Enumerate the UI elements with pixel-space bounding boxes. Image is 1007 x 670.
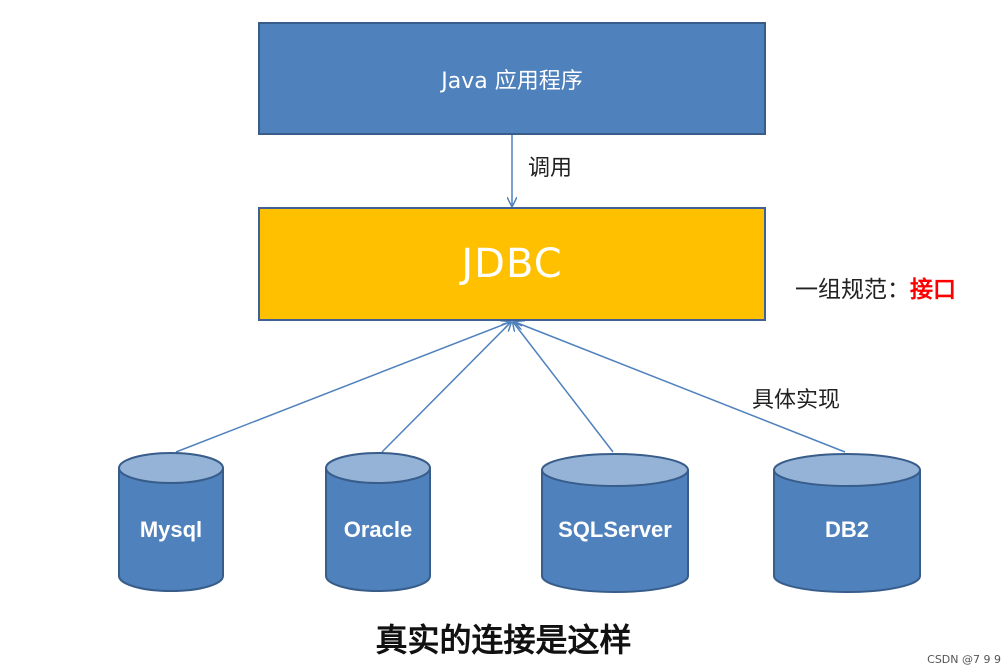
impl-arrow-mysql bbox=[175, 322, 510, 453]
database-oracle: Oracle bbox=[325, 452, 431, 592]
jdbc-label: JDBC bbox=[461, 241, 563, 287]
database-label-sqlserver: SQLServer bbox=[558, 517, 672, 542]
implementation-label: 具体实现 bbox=[752, 388, 841, 413]
database-db2: DB2 bbox=[773, 453, 921, 593]
spec-prefix: 一组规范： bbox=[795, 277, 910, 303]
database-mysql: Mysql bbox=[118, 452, 224, 592]
impl-arrow-oracle bbox=[381, 322, 511, 453]
caption: 真实的连接是这样 bbox=[375, 621, 632, 659]
spec-emphasis: 接口 bbox=[910, 277, 956, 303]
watermark: CSDN @7 9 9 bbox=[927, 653, 1001, 666]
java-application-box: Java 应用程序 bbox=[258, 22, 766, 135]
database-label-mysql: Mysql bbox=[140, 517, 202, 542]
impl-arrow-sqlserver bbox=[513, 322, 614, 453]
call-label: 调用 bbox=[528, 156, 573, 181]
database-label-oracle: Oracle bbox=[344, 517, 413, 542]
database-sqlserver: SQLServer bbox=[541, 453, 689, 593]
database-label-db2: DB2 bbox=[825, 517, 869, 542]
impl-arrow-db2 bbox=[515, 322, 846, 453]
java-application-label: Java 应用程序 bbox=[441, 68, 583, 94]
spec-annotation: 一组规范：接口 bbox=[795, 270, 956, 304]
jdbc-box: JDBC bbox=[258, 207, 766, 321]
